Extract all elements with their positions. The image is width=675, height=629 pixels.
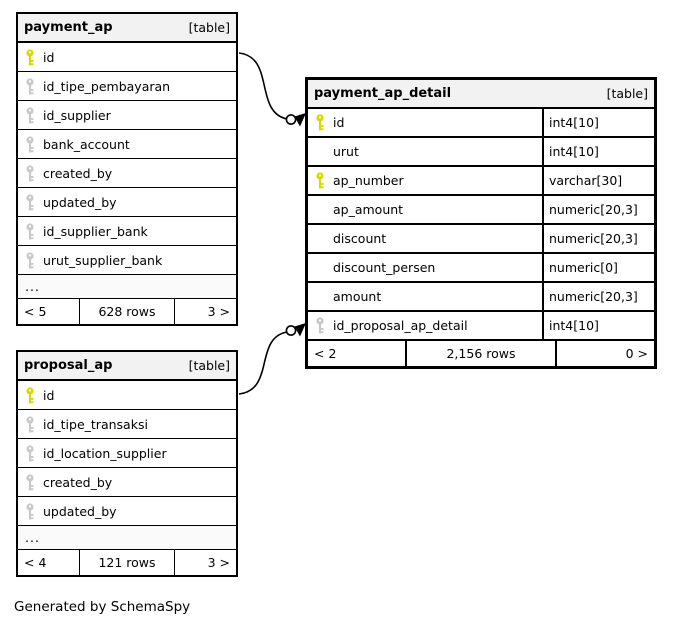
column-name: updated_by <box>43 503 117 519</box>
column-name: updated_by <box>43 194 117 210</box>
table-proposal_ap[interactable]: proposal_ap [table] id id_tipe_transaksi… <box>16 350 238 577</box>
table-header[interactable]: proposal_ap [table] <box>18 352 236 381</box>
column-name: id_location_supplier <box>43 445 167 461</box>
child-relation-count: 0 > <box>625 346 648 361</box>
truncated-columns-indicator: ... <box>18 275 236 299</box>
column-name: urut <box>333 144 359 159</box>
column-name: discount <box>333 231 387 246</box>
index-key-icon <box>25 164 35 182</box>
column-type: numeric[20,3] <box>542 196 654 223</box>
column-row: id_proposal_ap_detail int4[10] <box>308 312 654 341</box>
parent-relation-count: < 5 <box>24 304 47 319</box>
table-payment_ap[interactable]: payment_ap [table] id id_tipe_pembayaran… <box>16 12 238 326</box>
column-name: id_supplier <box>43 107 111 123</box>
column-name: id_tipe_transaksi <box>43 416 148 432</box>
column-row: discount_persen numeric[0] <box>308 254 654 283</box>
table-type-badge: [table] <box>188 20 230 35</box>
table-name[interactable]: payment_ap_detail <box>314 86 452 101</box>
index-key-icon <box>25 444 35 462</box>
generated-by-note: Generated by SchemaSpy <box>14 599 191 615</box>
index-key-icon <box>25 251 35 269</box>
relation-payment_ap-to-payment_ap_detail <box>238 52 306 127</box>
column-type: numeric[0] <box>542 254 654 281</box>
column-row: bank_account <box>18 130 236 159</box>
parent-relation-count: < 2 <box>314 346 337 361</box>
index-key-icon <box>25 77 35 95</box>
column-name: bank_account <box>43 136 130 152</box>
column-row: urut_supplier_bank <box>18 246 236 275</box>
column-row: id_location_supplier <box>18 439 236 468</box>
primary-key-icon <box>25 48 35 66</box>
index-key-icon <box>25 193 35 211</box>
primary-key-icon <box>315 172 325 189</box>
column-name: id_tipe_pembayaran <box>43 78 171 94</box>
table-header[interactable]: payment_ap [table] <box>18 14 236 43</box>
relation-proposal_ap-to-payment_ap_detail <box>238 323 306 395</box>
column-row: urut int4[10] <box>308 138 654 167</box>
column-row: updated_by <box>18 497 236 526</box>
column-name: ap_number <box>333 173 404 188</box>
index-key-icon <box>25 502 35 520</box>
column-name: amount <box>333 289 382 304</box>
table-name[interactable]: payment_ap <box>24 20 113 35</box>
column-row: id_tipe_transaksi <box>18 410 236 439</box>
index-key-icon <box>25 415 35 433</box>
column-row: id_supplier_bank <box>18 217 236 246</box>
column-row: created_by <box>18 159 236 188</box>
column-name: discount_persen <box>333 260 436 275</box>
table-type-badge: [table] <box>188 358 230 373</box>
column-row: amount numeric[20,3] <box>308 283 654 312</box>
column-row: id <box>18 381 236 410</box>
column-type: numeric[20,3] <box>542 225 654 252</box>
index-key-icon <box>25 135 35 153</box>
index-key-icon <box>25 222 35 240</box>
primary-key-icon <box>315 114 325 131</box>
column-row: ap_number varchar[30] <box>308 167 654 196</box>
index-key-icon <box>25 106 35 124</box>
table-footer: < 5 628 rows 3 > <box>18 299 236 324</box>
table-header[interactable]: payment_ap_detail [table] <box>308 80 654 109</box>
table-footer: < 2 2,156 rows 0 > <box>308 341 654 366</box>
index-key-icon <box>25 473 35 491</box>
child-relation-count: 3 > <box>207 304 230 319</box>
column-name: id <box>43 387 55 403</box>
truncated-columns-indicator: ... <box>18 526 236 550</box>
column-name: ap_amount <box>333 202 404 217</box>
column-type: int4[10] <box>542 109 654 136</box>
column-type: numeric[20,3] <box>542 283 654 310</box>
column-name: id_proposal_ap_detail <box>333 318 468 333</box>
table-type-badge: [table] <box>606 86 648 101</box>
row-count: 628 rows <box>79 299 175 324</box>
column-row: id_supplier <box>18 101 236 130</box>
connector-dot-icon <box>285 325 297 336</box>
table-payment_ap_detail[interactable]: payment_ap_detail [table] id int4[10] ur… <box>305 77 657 369</box>
column-type: int4[10] <box>542 138 654 165</box>
column-row: id <box>18 43 236 72</box>
column-row: discount numeric[20,3] <box>308 225 654 254</box>
column-name: id_supplier_bank <box>43 223 148 239</box>
column-type: int4[10] <box>542 312 654 339</box>
relationship-curve <box>238 331 288 395</box>
column-name: created_by <box>43 474 113 490</box>
relationship-curve <box>238 52 288 120</box>
connector-dot-icon <box>285 114 297 125</box>
column-name: created_by <box>43 165 113 181</box>
primary-key-icon <box>25 386 35 404</box>
column-name: id <box>43 49 55 65</box>
parent-relation-count: < 4 <box>24 555 47 570</box>
table-footer: < 4 121 rows 3 > <box>18 550 236 575</box>
column-row: ap_amount numeric[20,3] <box>308 196 654 225</box>
column-name: id <box>333 115 345 130</box>
column-row: created_by <box>18 468 236 497</box>
column-row: id_tipe_pembayaran <box>18 72 236 101</box>
column-type: varchar[30] <box>542 167 654 194</box>
column-row: id int4[10] <box>308 109 654 138</box>
child-relation-count: 3 > <box>207 555 230 570</box>
row-count: 2,156 rows <box>404 341 558 366</box>
foreign-key-icon <box>315 317 325 334</box>
table-name[interactable]: proposal_ap <box>24 358 113 373</box>
column-row: updated_by <box>18 188 236 217</box>
row-count: 121 rows <box>79 550 175 575</box>
column-name: urut_supplier_bank <box>43 252 163 268</box>
